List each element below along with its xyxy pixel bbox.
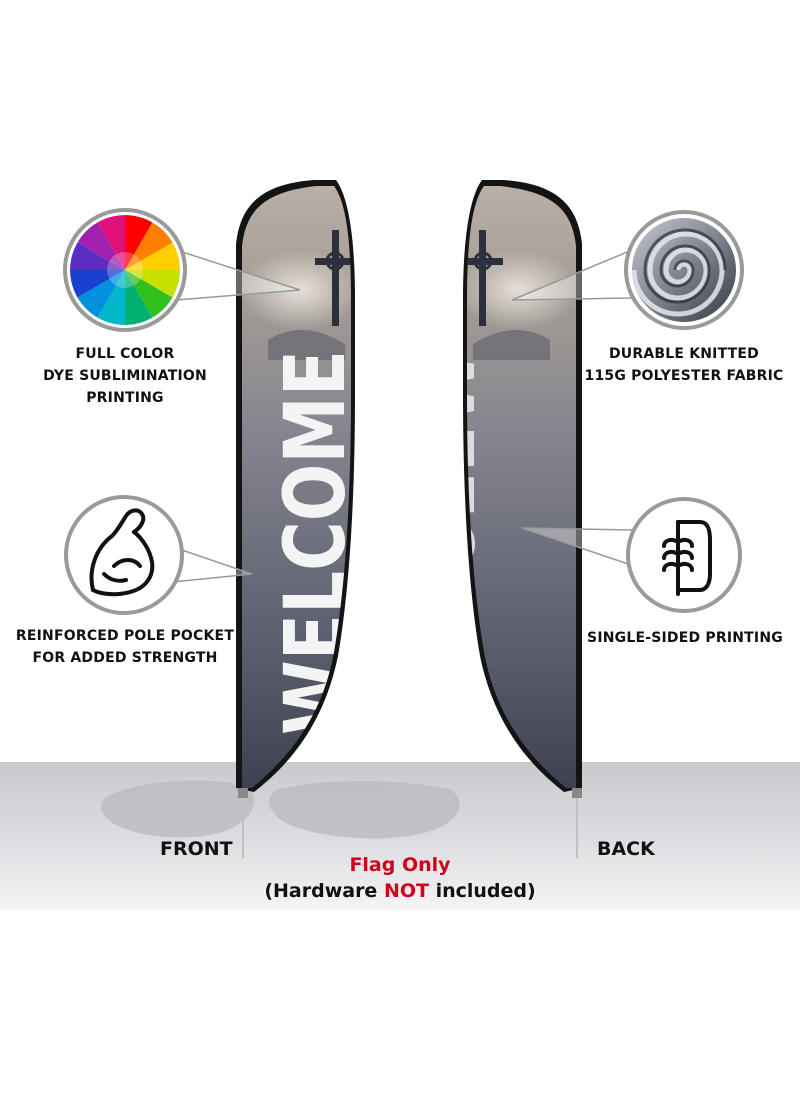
pole-pocket-badge — [64, 495, 184, 615]
cross-icon — [315, 230, 351, 326]
full-color-label-line-3: PRINTING — [86, 390, 164, 406]
back-flag-welcome-text: WELCOME — [396, 350, 494, 735]
fabric-label: DURABLE KNITTED 115G POLYESTER FABRIC — [574, 343, 794, 387]
front-flag-ground-spike-mount — [238, 788, 248, 798]
full-color-label: FULL COLOR DYE SUBLIMINATION PRINTING — [25, 343, 225, 409]
full-color-label-line-2: DYE SUBLIMINATION — [43, 368, 207, 384]
color-wheel-badge — [63, 208, 187, 332]
single-sided-label: SINGLE-SIDED PRINTING — [580, 627, 790, 649]
pole-pocket-label: REINFORCED POLE POCKET FOR ADDED STRENGT… — [10, 625, 240, 669]
color-wheel-icon — [70, 215, 180, 325]
hardware-note-emphasis: NOT — [383, 880, 429, 902]
flexed-arm-icon — [89, 508, 155, 597]
fabric-badge — [624, 210, 744, 330]
single-sided-label-line-1: SINGLE-SIDED PRINTING — [587, 630, 783, 646]
cross-icon — [467, 230, 503, 326]
callout-pointers — [171, 248, 635, 583]
single-sided-print-icon — [662, 520, 712, 596]
fabric-swirl-icon — [632, 218, 736, 322]
hardware-note-suffix: included) — [428, 880, 536, 902]
pole-pocket-label-line-1: REINFORCED POLE POCKET — [15, 628, 235, 644]
fabric-label-line-2: 115G POLYESTER FABRIC — [584, 368, 784, 384]
hardware-note: (Hardware NOT included) — [200, 880, 600, 902]
fabric-label-line-1: DURABLE KNITTED — [608, 346, 759, 362]
hardware-note-prefix: (Hardware — [264, 880, 384, 902]
back-side-label: BACK — [597, 838, 655, 860]
flag-only-title: Flag Only — [349, 854, 451, 876]
front-side-label: FRONT — [160, 838, 233, 860]
full-color-label-line-1: FULL COLOR — [75, 346, 175, 362]
back-flag-ground-spike-mount — [572, 788, 582, 798]
flag-shadows — [101, 780, 460, 839]
pole-pocket-label-line-2: FOR ADDED STRENGTH — [32, 650, 218, 666]
single-sided-badge — [626, 497, 742, 613]
